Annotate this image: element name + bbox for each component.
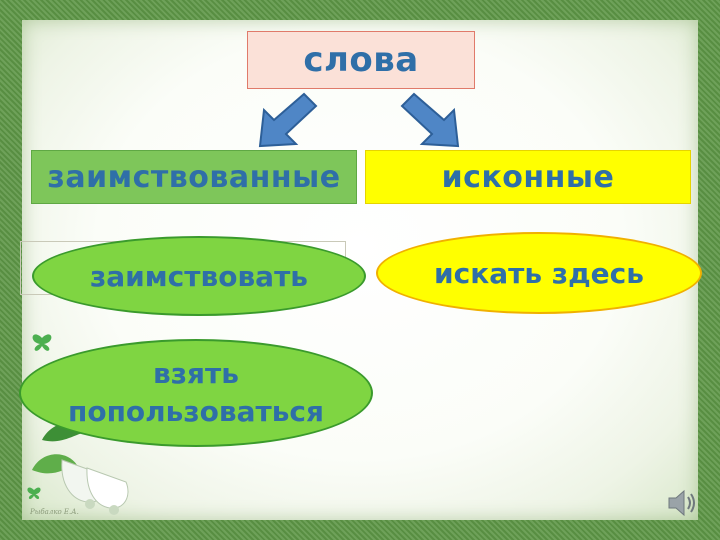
arrow-down-right-icon: [400, 92, 460, 148]
author-signature-mark: Рыбалко Е.А.: [30, 508, 79, 516]
word-take-oval[interactable]: взять попользоваться: [19, 339, 373, 447]
butterfly-icon: [27, 487, 41, 499]
word-search-oval[interactable]: искать здесь: [376, 232, 702, 314]
speaker-icon[interactable]: [666, 486, 700, 520]
arrow-down-left-icon: [258, 92, 318, 148]
word-take-line1: взять: [153, 357, 239, 391]
word-borrow-label: заимствовать: [90, 259, 308, 293]
word-take-line2: попользоваться: [67, 395, 324, 428]
word-borrow-oval[interactable]: заимствовать: [32, 236, 366, 316]
page-title: слова: [247, 31, 475, 89]
word-search-label: искать здесь: [434, 256, 644, 290]
category-native: исконные: [365, 150, 691, 204]
category-borrowed: заимствованные: [31, 150, 357, 204]
butterfly-icon: [32, 334, 52, 351]
